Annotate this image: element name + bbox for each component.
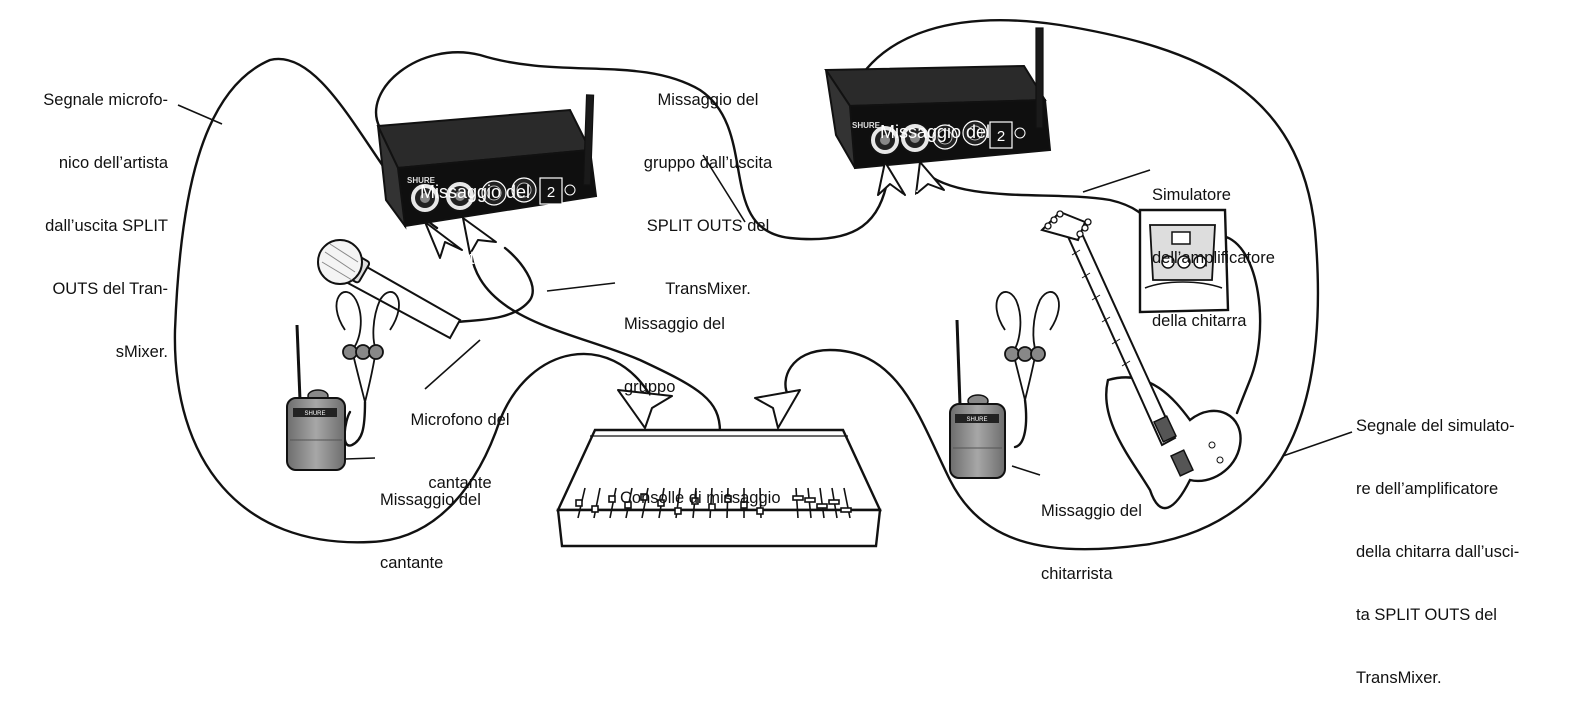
label-mixing-console: Consolle di missaggio — [620, 489, 781, 507]
label-sim-signal: Segnale del simulato- re dell’amplificat… — [1356, 417, 1520, 687]
channel-display-value: 2 — [997, 128, 1005, 145]
channel-display — [539, 177, 563, 205]
arrow-into-singer-xlr-1 — [424, 221, 463, 259]
band-mix-cable — [468, 238, 722, 434]
label-artist-mic-signal: Segnale microfo- nico dell’artista dall’… — [43, 91, 168, 361]
label-band-mix-from-split: Missaggio del gruppo dall’uscita SPLIT O… — [643, 91, 773, 298]
guitarist-mixer-title: Missaggio del chitarrista — [879, 122, 991, 208]
mixing-console — [556, 428, 882, 548]
electric-guitar — [1040, 210, 1242, 510]
label-band-mix: Missaggio del gruppo — [624, 315, 725, 396]
guitarist-in-ear-monitors — [995, 291, 1060, 401]
singer-loop-cable — [173, 57, 652, 544]
console-faders — [575, 487, 852, 519]
leader-lines — [177, 104, 1353, 476]
singer-bodypack-receiver: SHURE — [286, 324, 346, 471]
arrow-into-guitarist-xlr-2 — [915, 161, 945, 195]
guitarist-personal-mixer: 2 SHURE — [824, 27, 1052, 170]
guitar-amp-simulator — [1138, 208, 1230, 314]
guitarist-loop-cable — [784, 19, 1320, 551]
label-guitar-amp-simulator: Simulatore dell’amplificatore della chit… — [1152, 186, 1275, 330]
brand-logo: SHURE — [304, 411, 325, 417]
singer-personal-mixer: 2 SHURE — [376, 94, 598, 230]
arrow-into-guitarist-xlr-1 — [877, 161, 906, 196]
channel-display-value: 2 — [547, 184, 555, 201]
guitarist-iem-cable — [1013, 398, 1028, 449]
mic-cable — [453, 246, 534, 324]
arrow-into-console-left — [617, 389, 673, 429]
brand-logo: SHURE — [852, 121, 881, 130]
signal-arrows — [424, 161, 945, 429]
singer-in-ear-monitors — [335, 291, 400, 403]
label-singer-mic: Microfono del cantante — [410, 411, 510, 492]
arrow-into-singer-xlr-2 — [462, 217, 497, 255]
singer-iem-cable — [343, 400, 367, 447]
sim-to-guitar-cable — [1221, 234, 1262, 415]
label-singer-mix-pack: Missaggio del cantante — [380, 491, 481, 572]
mixer-link-cable — [374, 51, 890, 241]
singer-mixer-title: Missaggio del cantante — [419, 182, 531, 268]
handheld-microphone — [317, 239, 462, 340]
signal-flow-diagram: 2 SHURE 2 SHURE — [173, 19, 1353, 551]
arrow-into-console-right — [754, 389, 801, 429]
channel-display — [989, 121, 1013, 149]
label-guitarist-mix-pack: Missaggio del chitarrista — [1041, 502, 1142, 583]
brand-logo: SHURE — [966, 417, 987, 423]
guitarist-bodypack-receiver: SHURE — [949, 319, 1006, 479]
cables — [173, 19, 1320, 551]
brand-logo: SHURE — [407, 176, 436, 185]
